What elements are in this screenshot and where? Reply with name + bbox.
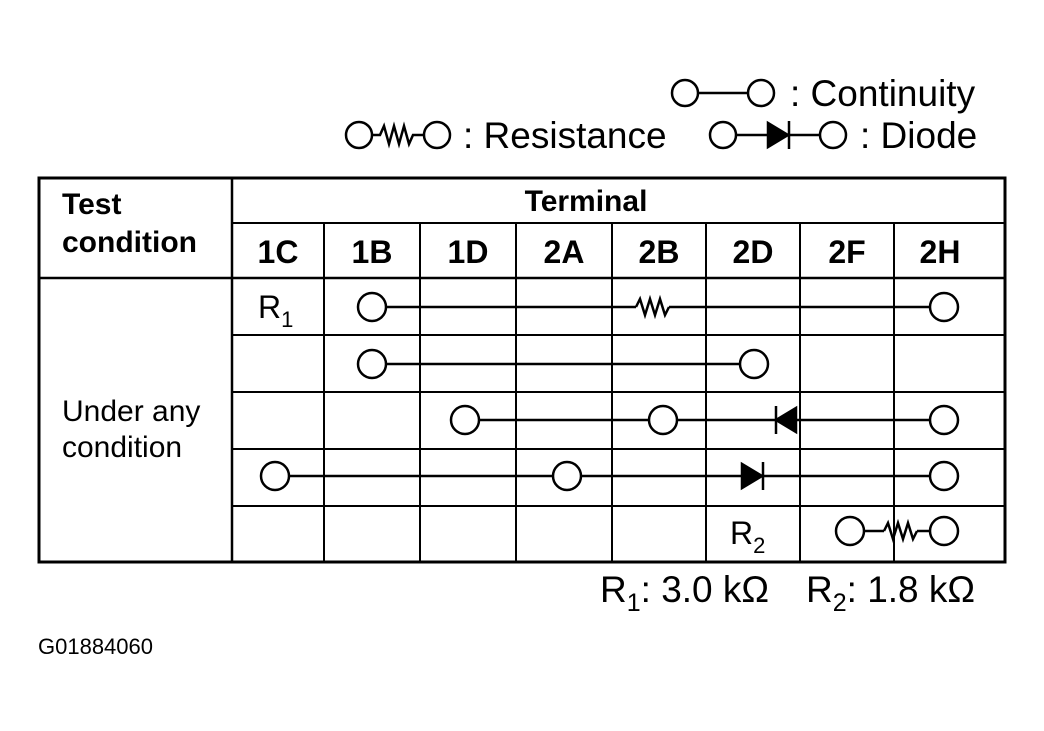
terminal-node (834, 515, 866, 547)
terminal-node (356, 348, 388, 380)
condition-label-line1: Under any (62, 395, 200, 428)
terminal-label: 2A (544, 234, 585, 270)
figure-id: G01884060 (38, 634, 153, 659)
continuity-symbol-icon (670, 78, 776, 108)
legend-diode-label: : Diode (860, 115, 977, 156)
terminal-label: 2B (639, 234, 680, 270)
row-1-resistor-label: R1 (258, 289, 293, 332)
terminal-header: Terminal (525, 185, 648, 218)
terminal-node (928, 460, 960, 492)
circuit-row-2 (356, 348, 770, 380)
terminal-node (738, 348, 770, 380)
terminal-header-row: 1C 1B 1D 2A 2B 2D 2F 2H (258, 234, 961, 270)
terminal-label: 1D (448, 234, 489, 270)
legend (344, 78, 848, 150)
terminal-label: 2F (828, 234, 865, 270)
terminal-node (928, 404, 960, 436)
terminal-label: 2H (920, 234, 961, 270)
legend-continuity-label: : Continuity (790, 73, 976, 114)
test-condition-header-line1: Test (62, 188, 121, 221)
condition-label-line2: condition (62, 431, 182, 464)
terminal-node (928, 291, 960, 323)
terminal-label: 2D (733, 234, 774, 270)
resistance-symbol-icon (344, 120, 452, 150)
r1-value-note: R1: 3.0 kΩ (600, 569, 769, 617)
circuit-row-3 (449, 404, 960, 436)
circuit-row-4 (259, 460, 960, 492)
r2-value-note: R2: 1.8 kΩ (806, 569, 975, 617)
resistor-icon (634, 294, 671, 320)
diode-icon (773, 405, 798, 435)
diode-icon (740, 461, 765, 491)
terminal-label: 1B (352, 234, 393, 270)
terminal-node (356, 291, 388, 323)
terminal-node (928, 515, 960, 547)
terminal-label: 1C (258, 234, 299, 270)
diode-symbol-icon (708, 120, 848, 150)
test-condition-header-line2: condition (62, 226, 197, 259)
terminal-node (647, 404, 679, 436)
terminal-node (259, 460, 291, 492)
terminal-node (551, 460, 583, 492)
legend-resistance-label: : Resistance (463, 115, 667, 156)
row-5-resistor-label: R2 (730, 515, 765, 558)
table-grid (37, 176, 1007, 564)
terminal-node (449, 404, 481, 436)
circuit-row-1 (356, 291, 960, 323)
circuit-row-5 (834, 515, 960, 547)
resistor-icon (882, 518, 919, 544)
